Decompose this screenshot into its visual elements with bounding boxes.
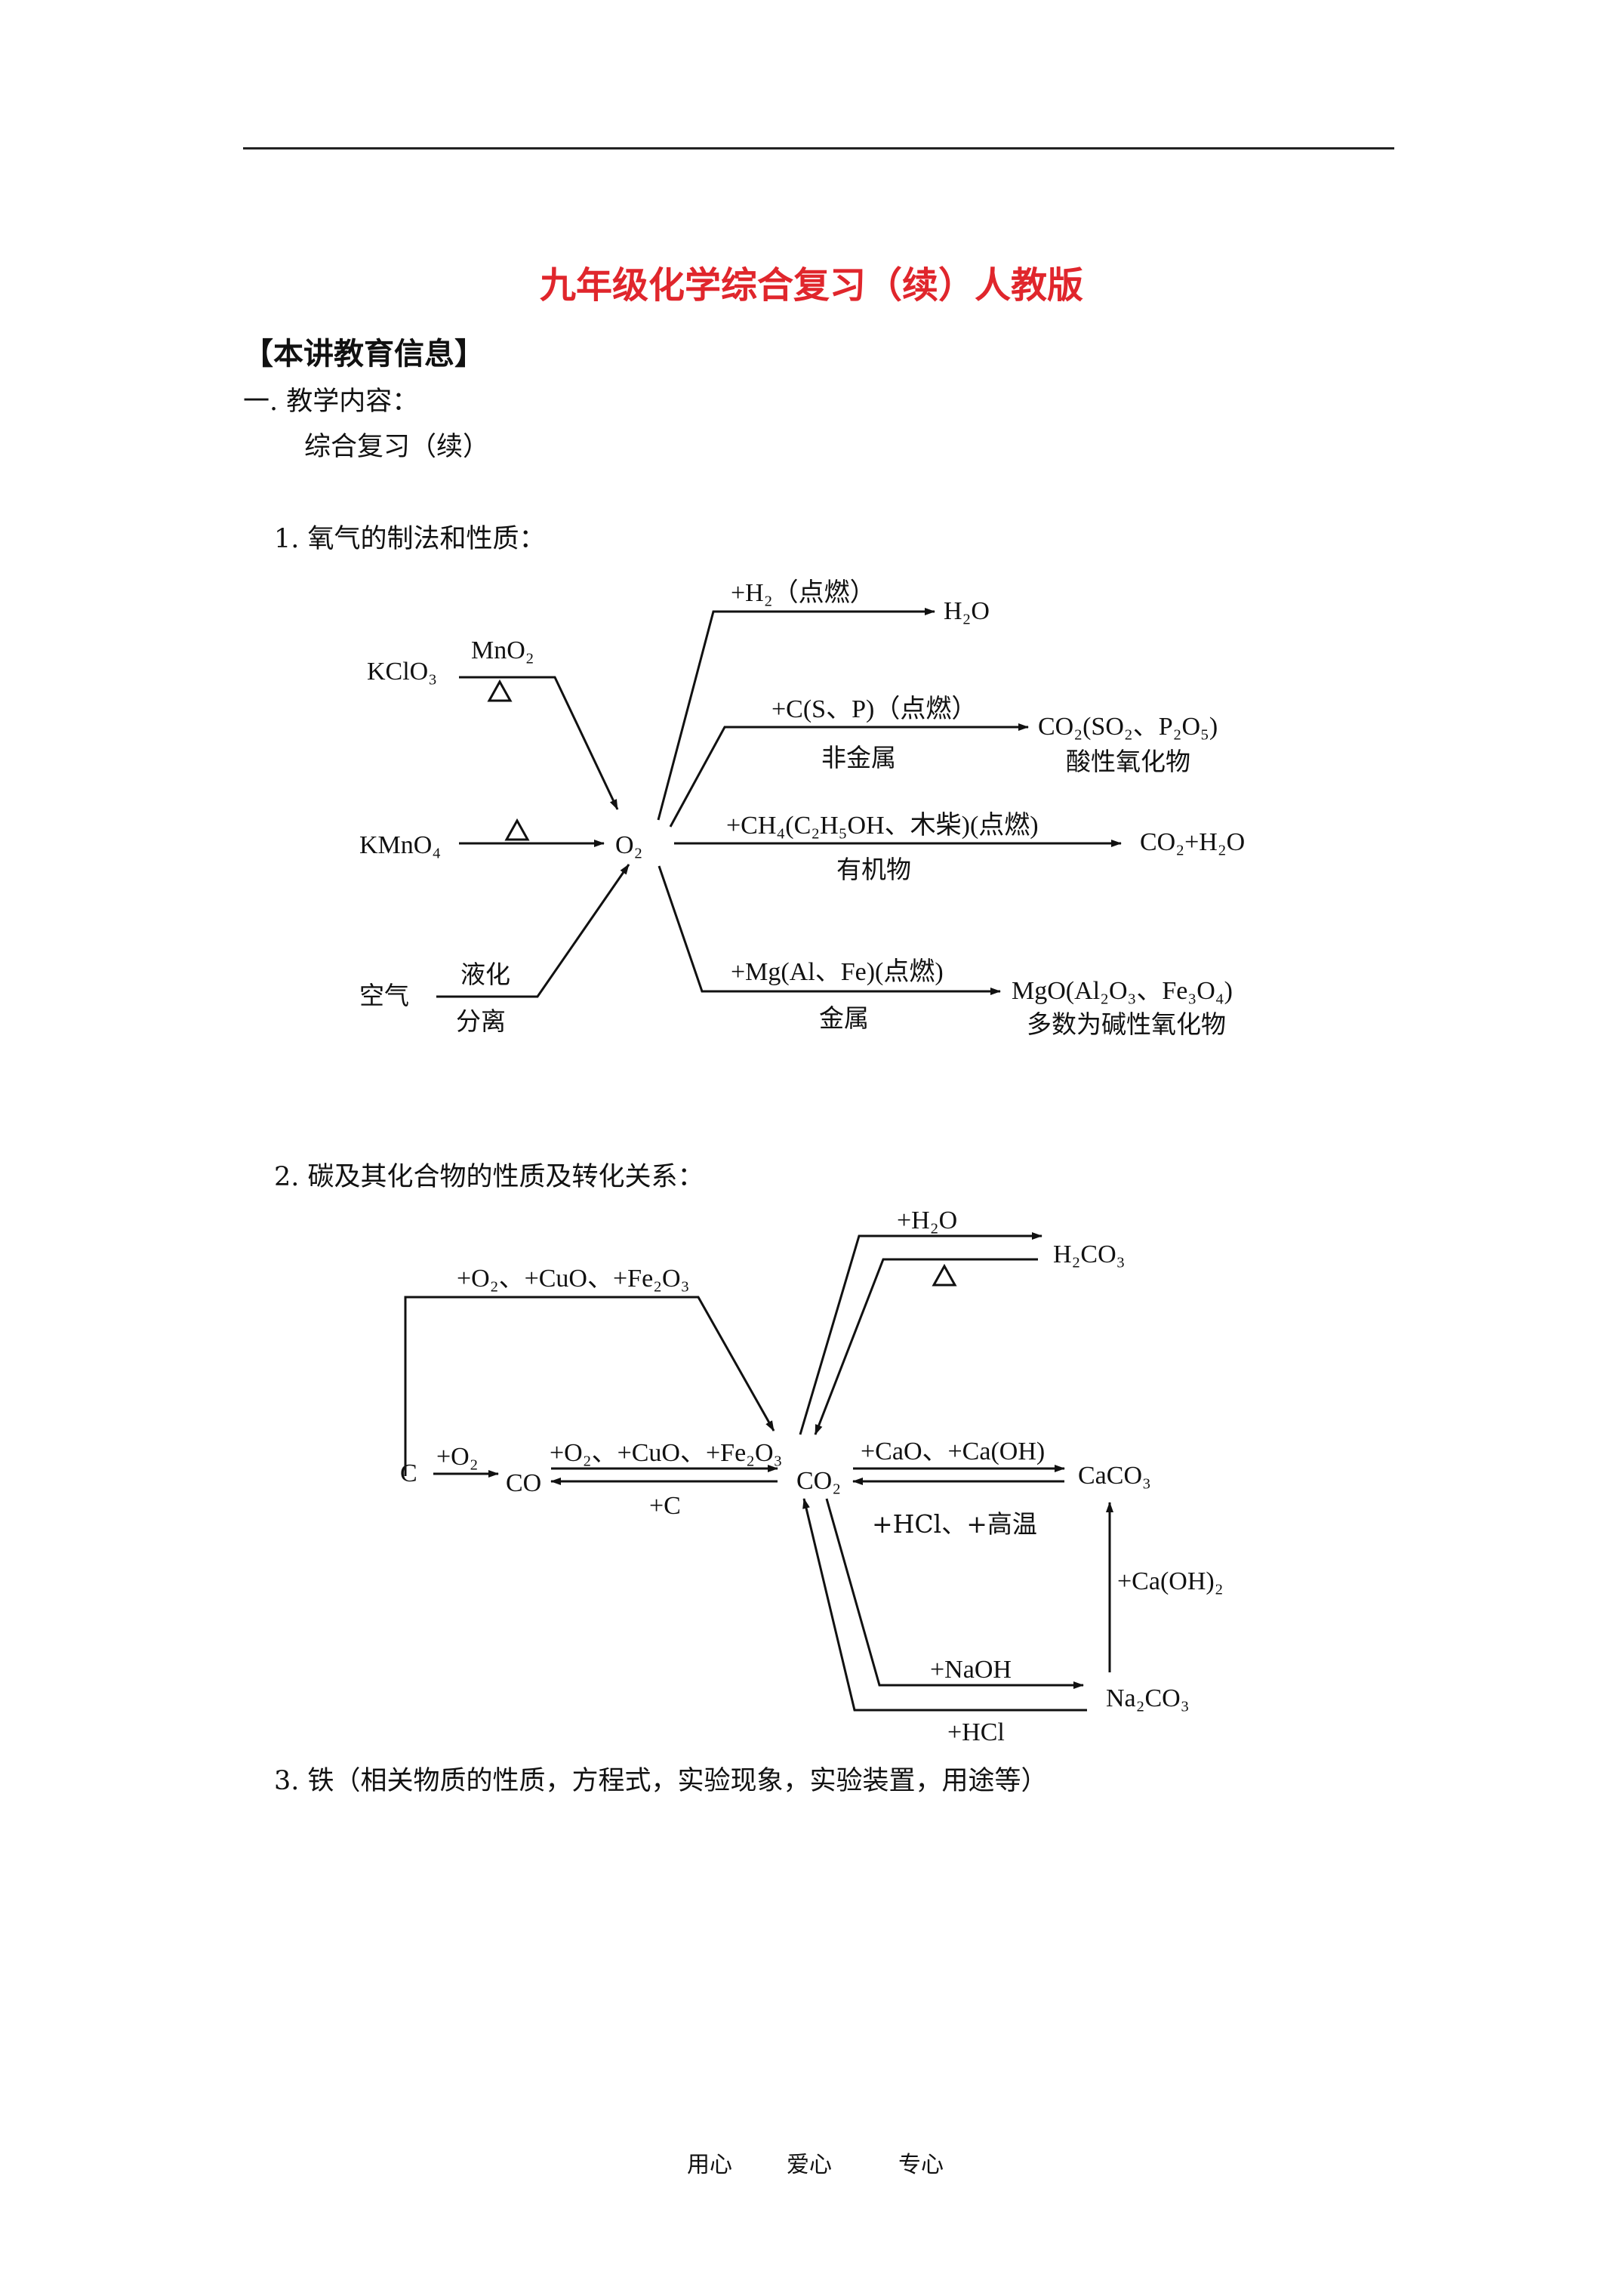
c-to-co2-loop [404,1296,775,1476]
h2co3-to-co2-arrow [814,1258,1038,1435]
caoh2-condition: +Ca(OH)₂ [1117,1567,1224,1595]
kclo3-label: KClO₃ [367,658,437,686]
co2-to-caco3-condition: +CaO、+Ca(OH) [861,1438,1045,1465]
nonmetal-arrow [669,723,1029,827]
point-1-heading: 1. 氧气的制法和性质： [274,524,546,554]
h2o-condition: +H₂O [897,1207,957,1234]
co2-to-co-condition: +C [649,1492,681,1520]
metal-product: MgO(Al₂O₃、Fe₃O₄) [1012,977,1233,1005]
liquefy-label: 液化 [460,960,510,989]
na2co3-label: Na₂CO₃ [1106,1684,1190,1712]
naoh-condition: +NaOH [930,1656,1012,1684]
nonmetal-class: 非金属 [821,743,896,772]
caco3-label: CaCO₃ [1078,1462,1151,1490]
footer-text-2: 爱心 [787,2152,832,2178]
h2o-product: H₂O [944,597,990,625]
co-to-co2-condition: +O₂、+CuO、+Fe₂O₃ [550,1439,782,1467]
metal-arrow [658,865,1001,995]
acidic-oxide-label: 酸性氧化物 [1066,747,1190,776]
co-label: CO [506,1469,541,1497]
outline-item-1: 一. 教学内容： [243,387,419,417]
air-arrow [436,864,630,998]
basic-oxide-label: 多数为碱性氧化物 [1027,1009,1226,1039]
metal-condition: +Mg(Al、Fe)(点燃) [731,957,944,986]
point-3-heading: 3. 铁（相关物质的性质，方程式，实验现象，实验装置，用途等） [274,1766,1048,1796]
separate-label: 分离 [456,1006,506,1036]
section-heading: 【本讲教育信息】 [243,336,485,371]
nonmetal-condition: +C(S、P)（点燃） [771,695,977,723]
kclo3-arrow [459,676,619,810]
co2-to-h2co3-arrow [799,1232,1042,1435]
mno2-label: MnO₂ [471,636,534,664]
heat-triangle-3 [932,1263,957,1287]
point-2-heading: 2. 碳及其化合物的性质及转化关系： [274,1162,704,1192]
o2-label: O₂ [615,831,642,859]
h2co3-label: H₂CO₃ [1053,1240,1126,1268]
air-label: 空气 [359,981,409,1010]
co2-to-na2co3-arrow [825,1498,1084,1689]
page-title: 九年级化学综合复习（续）人教版 [539,264,1083,307]
top-loop-condition: +O₂、+CuO、+Fe₂O₃ [457,1265,689,1293]
na2co3-to-co2-arrow [802,1498,1087,1712]
organic-condition: +CH₄(C₂H₅OH、木柴)(点燃) [726,811,1039,840]
c-to-co-condition: +O₂ [436,1443,479,1471]
organic-product: CO₂+H₂O [1140,828,1245,856]
co2-label: CO₂ [796,1467,841,1495]
organic-class: 有机物 [836,855,911,884]
kmno4-label: KMnO₄ [359,831,441,859]
h2-arrow [657,608,935,821]
hcl-condition: +HCl [947,1718,1005,1746]
header-rule [243,147,1394,149]
nonmetal-product: CO₂(SO₂、P₂O₅) [1038,713,1218,741]
outline-item-1-sub: 综合复习（续） [304,432,490,462]
footer-text-3: 专心 [898,2152,944,2178]
heat-triangle-1 [487,679,513,702]
metal-class: 金属 [819,1003,869,1033]
c-label: C [400,1459,417,1487]
caco3-to-co2-condition: +HCl、+高温 [872,1509,1037,1539]
h2-condition: +H₂（点燃） [731,578,876,607]
footer-text-1: 用心 [687,2152,732,2178]
heat-triangle-2 [504,818,530,841]
